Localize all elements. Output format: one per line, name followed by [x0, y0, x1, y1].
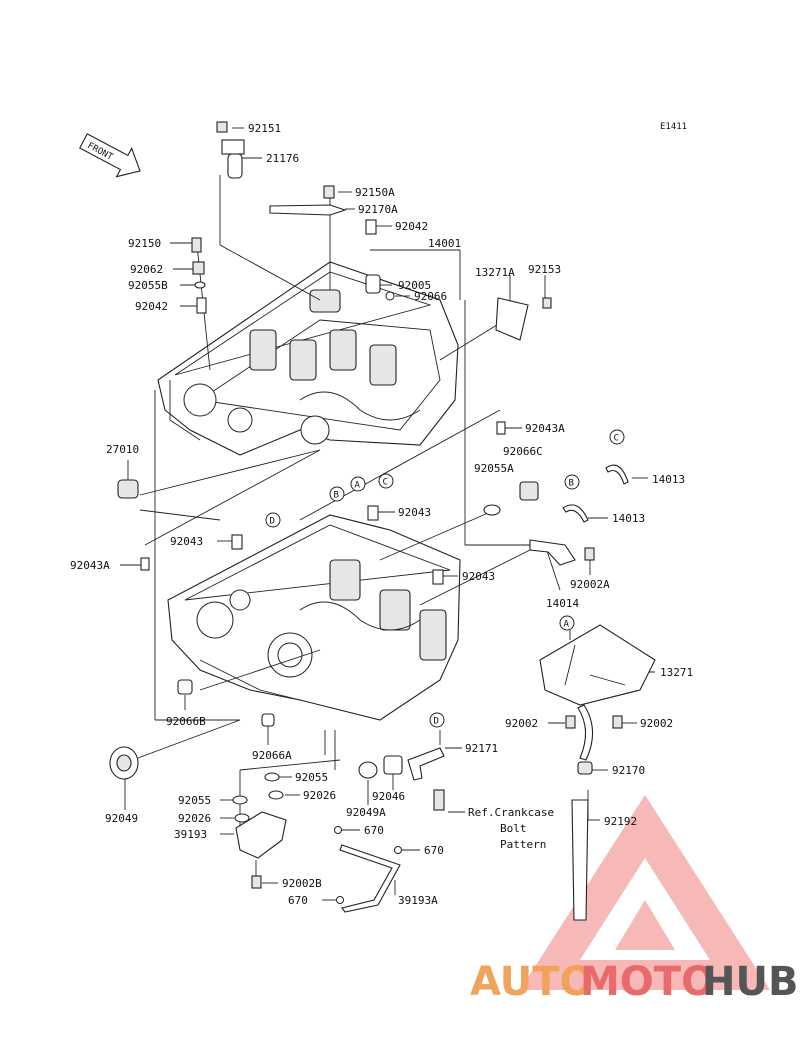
small-parts — [109, 121, 656, 921]
part-number-label: 13271 — [660, 666, 693, 679]
part-number-label: 92062 — [130, 263, 163, 276]
svg-text:C: C — [614, 434, 619, 444]
part-number-label: 92002A — [570, 578, 610, 591]
svg-text:C: C — [383, 478, 388, 488]
part-labels: 92151 21176 92150A 92170A 92042 14001 92… — [70, 122, 693, 907]
part-number-label: 92026 — [303, 789, 336, 802]
part-number-label: 92043A — [525, 422, 565, 435]
part-number-label: 14001 — [428, 237, 461, 250]
part-number-label: 92066A — [252, 749, 292, 762]
ref-note-line-2: Bolt — [500, 822, 527, 835]
part-number-label: 39193 — [174, 828, 207, 841]
callout-d: D — [265, 512, 281, 528]
part-number-label: 21176 — [266, 152, 299, 165]
part-number-label: 14013 — [652, 473, 685, 486]
svg-text:A: A — [355, 481, 361, 491]
watermark-hub: HUB — [702, 959, 798, 1005]
part-number-label: 92153 — [528, 263, 561, 276]
callout-d: D — [429, 712, 445, 728]
ref-note-line-1: Ref.Crankcase — [468, 806, 554, 819]
part-number-label: 92170A — [358, 203, 398, 216]
svg-text:B: B — [569, 479, 574, 489]
part-number-label: 670 — [288, 894, 308, 907]
part-number-label: 92002 — [640, 717, 673, 730]
lower-crankcase — [167, 514, 461, 721]
part-number-label: 92150 — [128, 237, 161, 250]
part-number-label: 92150A — [355, 186, 395, 199]
part-number-label: 14013 — [612, 512, 645, 525]
part-number-label: 27010 — [106, 443, 139, 456]
diagram-code: E1411 — [660, 122, 687, 132]
svg-text:B: B — [334, 491, 339, 501]
part-number-label: 92171 — [465, 742, 498, 755]
part-number-label: 92042 — [135, 300, 168, 313]
part-number-label: 92005 — [398, 279, 431, 292]
part-number-label: 92055A — [474, 462, 514, 475]
watermark-text: AUTO MOTO HUB — [470, 959, 798, 1005]
callout-a: A — [350, 476, 366, 492]
part-number-label: 670 — [364, 824, 384, 837]
part-number-label: 92002B — [282, 877, 322, 890]
callout-b: B — [329, 486, 345, 502]
svg-text:D: D — [270, 517, 275, 527]
part-number-label: 92055 — [295, 771, 328, 784]
callouts: A B C C B D A D — [265, 429, 625, 728]
ref-note-line-3: Pattern — [500, 838, 546, 851]
part-number-label: 92151 — [248, 122, 281, 135]
part-number-label: 92043 — [170, 535, 203, 548]
part-number-label: 92043 — [462, 570, 495, 583]
svg-text:D: D — [434, 717, 439, 727]
part-number-label: 92026 — [178, 812, 211, 825]
part-number-label: 92192 — [604, 815, 637, 828]
part-number-label: 92043A — [70, 559, 110, 572]
callout-c: C — [378, 473, 394, 489]
svg-text:A: A — [564, 620, 570, 630]
part-number-label: 14014 — [546, 597, 579, 610]
watermark-moto: MOTO — [580, 959, 715, 1005]
part-number-label: 92066C — [503, 445, 543, 458]
part-number-label: 92049 — [105, 812, 138, 825]
part-number-label: 92043 — [398, 506, 431, 519]
part-number-label: 92049A — [346, 806, 386, 819]
front-arrow-icon: FRONT — [79, 133, 141, 178]
callout-a: A — [559, 615, 575, 631]
upper-crankcase — [157, 261, 459, 456]
part-number-label: 13271A — [475, 266, 515, 279]
leader-lines — [120, 127, 655, 901]
callout-b: B — [564, 474, 580, 490]
part-number-label: 39193A — [398, 894, 438, 907]
part-number-label: 92066 — [414, 290, 447, 303]
part-number-label: 92170 — [612, 764, 645, 777]
part-number-label: 92055 — [178, 794, 211, 807]
watermark-logo — [520, 795, 770, 990]
part-number-label: 92002 — [505, 717, 538, 730]
part-number-label: 92046 — [372, 790, 405, 803]
part-number-label: 92055B — [128, 279, 168, 292]
part-number-label: 670 — [424, 844, 444, 857]
watermark-auto: AUTO — [470, 959, 594, 1005]
callout-c: C — [609, 429, 625, 445]
part-number-label: 92066B — [166, 715, 206, 728]
part-number-label: 92042 — [395, 220, 428, 233]
